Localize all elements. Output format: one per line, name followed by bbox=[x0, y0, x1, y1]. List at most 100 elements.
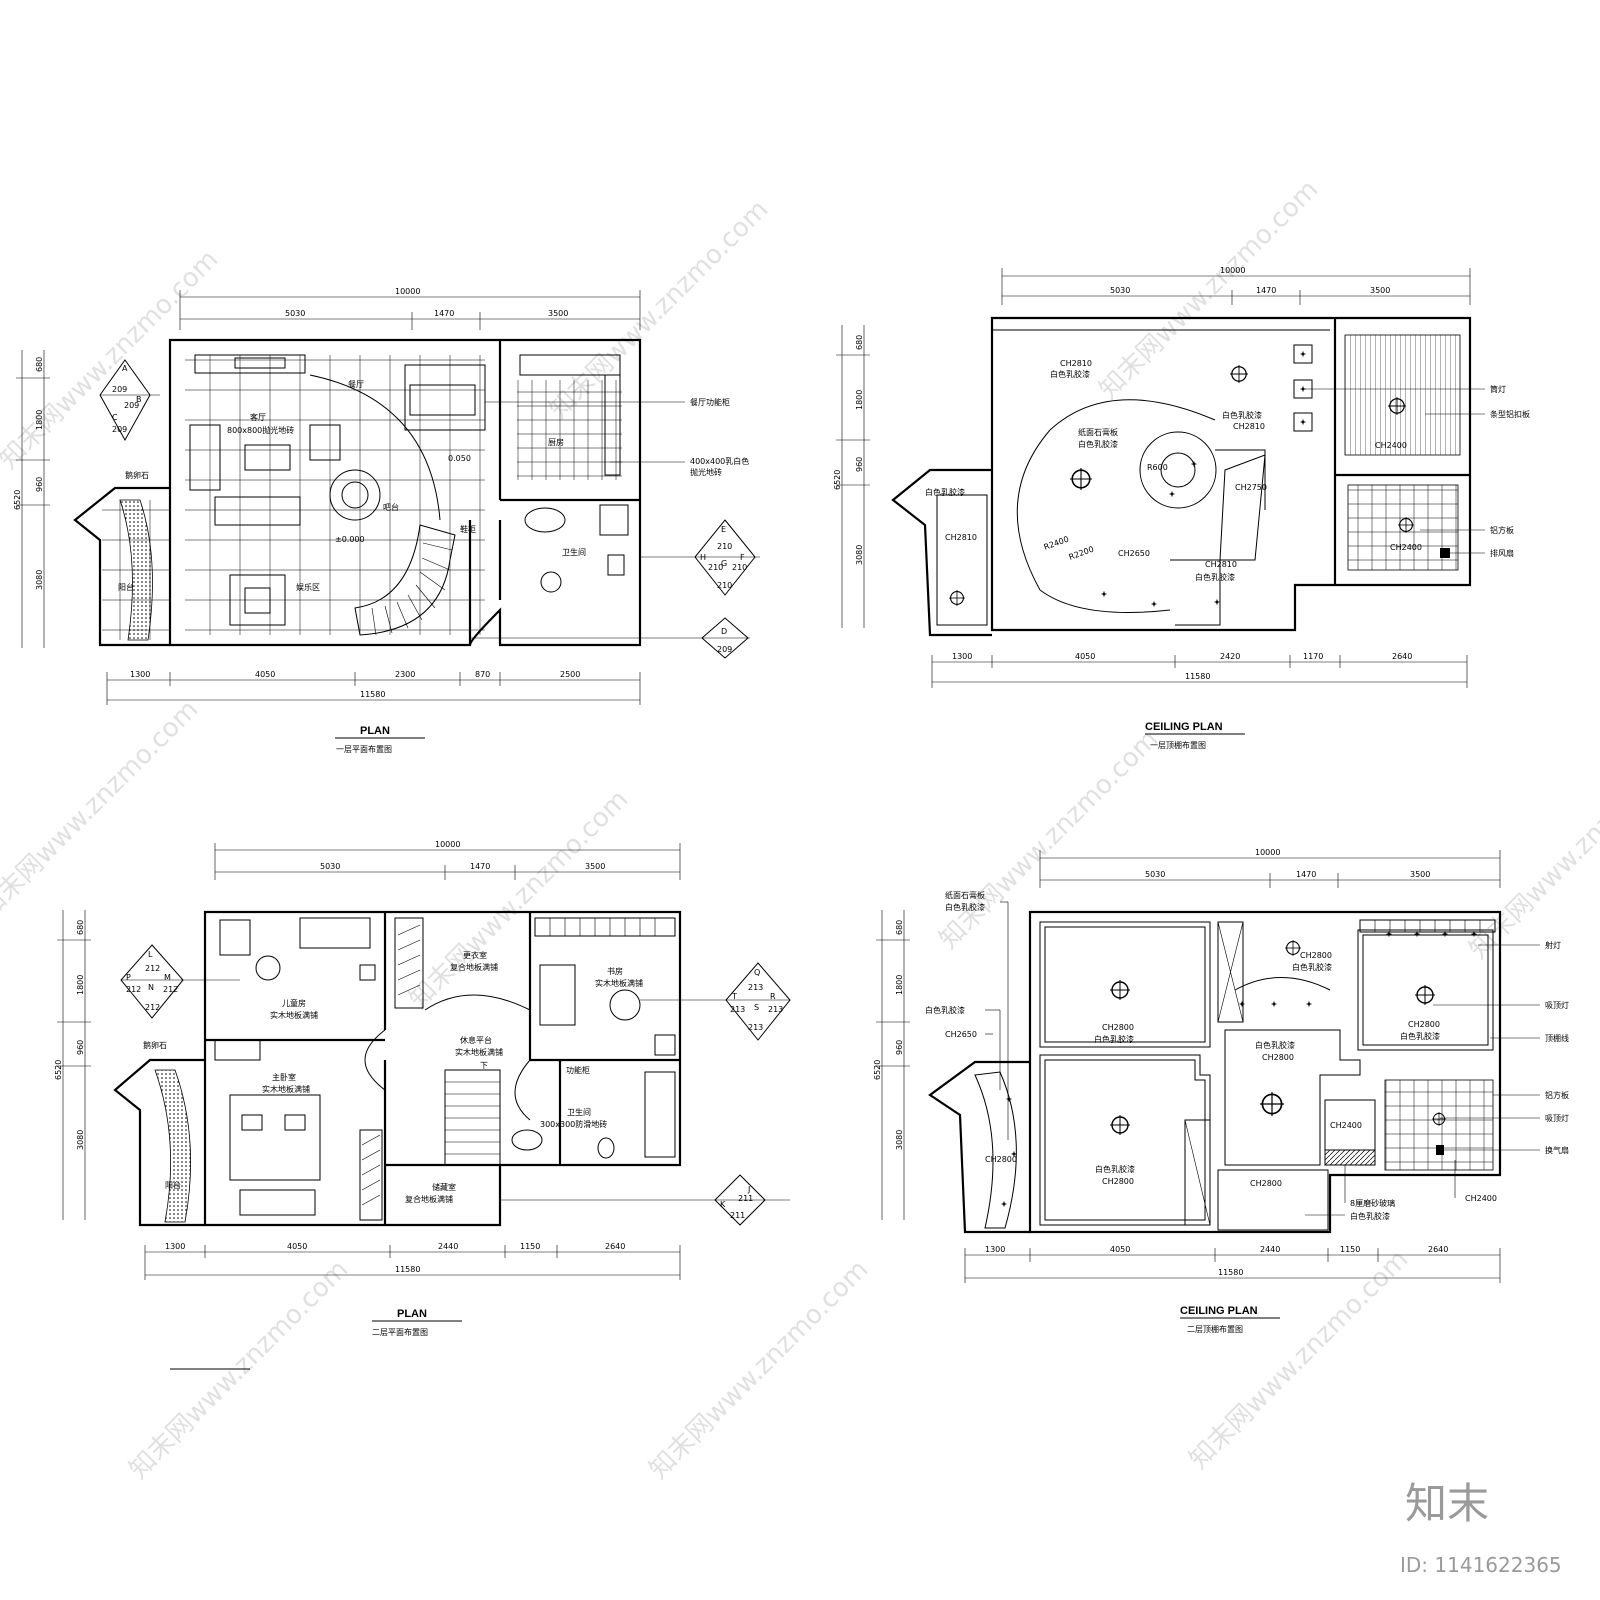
drawing-label: 筒灯 bbox=[1490, 384, 1506, 394]
room-label: 阳台 bbox=[118, 582, 134, 592]
room-label: 鞋柜 bbox=[460, 524, 476, 534]
drawing-label: 209 bbox=[717, 645, 732, 654]
drawing-label: 实木地板满铺 bbox=[270, 1010, 318, 1020]
drawing-title: CEILING PLAN bbox=[1145, 721, 1223, 733]
drawing-label: 下 bbox=[480, 1061, 488, 1070]
drawing-label: 11580 bbox=[1185, 672, 1210, 681]
dim-label: 1300 bbox=[130, 670, 150, 679]
drawing-label: 1150 bbox=[520, 1242, 540, 1251]
drawing-label: 4050 bbox=[1110, 1245, 1130, 1254]
drawing-label: 白色乳胶漆 bbox=[1095, 1164, 1135, 1174]
drawing-label: 1800 bbox=[76, 975, 85, 995]
drawing-label: 白色乳胶漆 bbox=[925, 487, 965, 497]
drawing-label: H bbox=[700, 553, 706, 562]
dim-label: 3080 bbox=[855, 545, 864, 565]
drawing-label: 复合地板满铺 bbox=[405, 1194, 453, 1204]
drawing-label: 680 bbox=[895, 920, 904, 935]
drawing-label: 4050 bbox=[1075, 652, 1095, 661]
drawing-label: 主卧室 bbox=[272, 1072, 296, 1082]
level-label: 0.050 bbox=[448, 454, 471, 463]
drawing-label: 6520 bbox=[54, 1060, 63, 1080]
image-id: ID: 1141622365 bbox=[1400, 1553, 1562, 1577]
drawing-label: 休息平台 bbox=[460, 1035, 492, 1045]
drawing-label: 210 bbox=[717, 542, 732, 551]
drawing-label: B bbox=[136, 395, 142, 404]
room-label: 吧台 bbox=[383, 502, 399, 512]
drawing-label: 2640 bbox=[1392, 652, 1412, 661]
drawing-subtitle: 一层平面布置图 bbox=[336, 744, 392, 754]
drawing-label: 顶棚线 bbox=[1545, 1033, 1569, 1043]
drawing-label: 白色乳胶漆 bbox=[925, 1005, 965, 1015]
dim-label: 1470 bbox=[434, 309, 454, 318]
drawing-label: 白色乳胶漆 bbox=[1350, 1211, 1390, 1221]
drawing-label: E bbox=[721, 525, 726, 534]
drawing-label: 1470 bbox=[1296, 870, 1316, 879]
drawing-title: PLAN bbox=[397, 1308, 427, 1320]
elevation-tag: D 209 bbox=[470, 617, 750, 659]
drawing-label: 3080 bbox=[76, 1130, 85, 1150]
drawing-label: 6520 bbox=[873, 1060, 882, 1080]
drawing-label: 鹅卵石 bbox=[143, 1040, 167, 1050]
drawing-label: J bbox=[747, 1185, 750, 1194]
drawing-label: 实木地板满铺 bbox=[455, 1047, 503, 1057]
drawing-label: 210 bbox=[732, 563, 747, 572]
second-floor-plan: 10000 5030 1470 3500 680 1800 960 3080 6… bbox=[54, 840, 791, 1370]
drawing-label: CH2800 bbox=[1102, 1177, 1134, 1186]
drawing-label: G bbox=[721, 559, 727, 568]
drawing-label: 白色乳胶漆 bbox=[1195, 572, 1235, 582]
drawing-label: 功能柜 bbox=[566, 1065, 590, 1075]
drawing-label: CH2800 bbox=[1262, 1053, 1294, 1062]
drawing-label: R bbox=[770, 992, 776, 1001]
drawing-label: 3500 bbox=[585, 862, 605, 871]
drawing-label: 白色乳胶漆 bbox=[1400, 1031, 1440, 1041]
drawing-label: 209 bbox=[112, 385, 127, 394]
drawing-label: 1150 bbox=[1340, 1245, 1360, 1254]
watermark-text: 知末网www.znzmo.com bbox=[644, 1254, 875, 1485]
drawing-label: 680 bbox=[76, 920, 85, 935]
room-label: 厨房 bbox=[548, 437, 564, 447]
drawing-label: 铝方板 bbox=[1545, 1090, 1569, 1100]
drawing-label: 5030 bbox=[1145, 870, 1165, 879]
drawing-label: 白色乳胶漆 bbox=[1292, 962, 1332, 972]
drawing-label: 阳台 bbox=[165, 1180, 181, 1190]
dim-label: 2300 bbox=[395, 670, 415, 679]
drawing-label: CH2810 bbox=[945, 533, 977, 542]
drawing-label: CH2800 bbox=[985, 1155, 1017, 1164]
dim-label: 1800 bbox=[35, 410, 44, 430]
dim-label: 6520 bbox=[833, 470, 842, 490]
drawing-label: 吸顶灯 bbox=[1545, 1000, 1569, 1010]
dim-label: 5030 bbox=[285, 309, 305, 318]
drawing-label: 卫生间 bbox=[567, 1107, 591, 1117]
drawing-label: Q bbox=[754, 968, 760, 977]
room-label: 娱乐区 bbox=[296, 582, 320, 592]
drawing-label: 书房 bbox=[607, 966, 623, 976]
drawing-label: A bbox=[122, 364, 128, 373]
drawing-label: CH2800 bbox=[1300, 951, 1332, 960]
drawing-label: 210 bbox=[717, 581, 732, 590]
drawing-label: CH2800 bbox=[1408, 1020, 1440, 1029]
dim-label: 5030 bbox=[1110, 286, 1130, 295]
watermark-text: 知末网www.znzmo.com bbox=[934, 724, 1165, 955]
drawing-label: 1170 bbox=[1303, 652, 1323, 661]
drawing-label: 2440 bbox=[1260, 1245, 1280, 1254]
callout-label: 400x400乳白色 bbox=[690, 456, 749, 466]
drawing-label: 1300 bbox=[165, 1242, 185, 1251]
drawing-label: N bbox=[148, 983, 154, 992]
drawing-subtitle: 二层顶棚布置图 bbox=[1187, 1324, 1243, 1334]
drawing-label: CH2800 bbox=[1250, 1179, 1282, 1188]
dim-label: 1470 bbox=[1256, 286, 1276, 295]
drawing-label: 3080 bbox=[895, 1130, 904, 1150]
drawing-label: D bbox=[721, 627, 727, 636]
dim-label: 960 bbox=[35, 477, 44, 492]
first-floor-plan: 10000 5030 1470 3500 680 1800 960 3080 6… bbox=[13, 287, 760, 754]
drawing-label: 4050 bbox=[287, 1242, 307, 1251]
drawing-label: 210 bbox=[708, 563, 723, 572]
watermark-text: 知末网www.znzmo.com bbox=[1184, 1244, 1415, 1475]
drawing-label: K bbox=[720, 1200, 726, 1209]
elevation-tag: L 212 P 212 M 212 N 212 bbox=[120, 944, 240, 1019]
dim-label: 870 bbox=[475, 670, 490, 679]
drawing-label: 213 bbox=[768, 1005, 783, 1014]
drawing-label: CH2810 bbox=[1060, 359, 1092, 368]
drawing-label: 960 bbox=[76, 1040, 85, 1055]
